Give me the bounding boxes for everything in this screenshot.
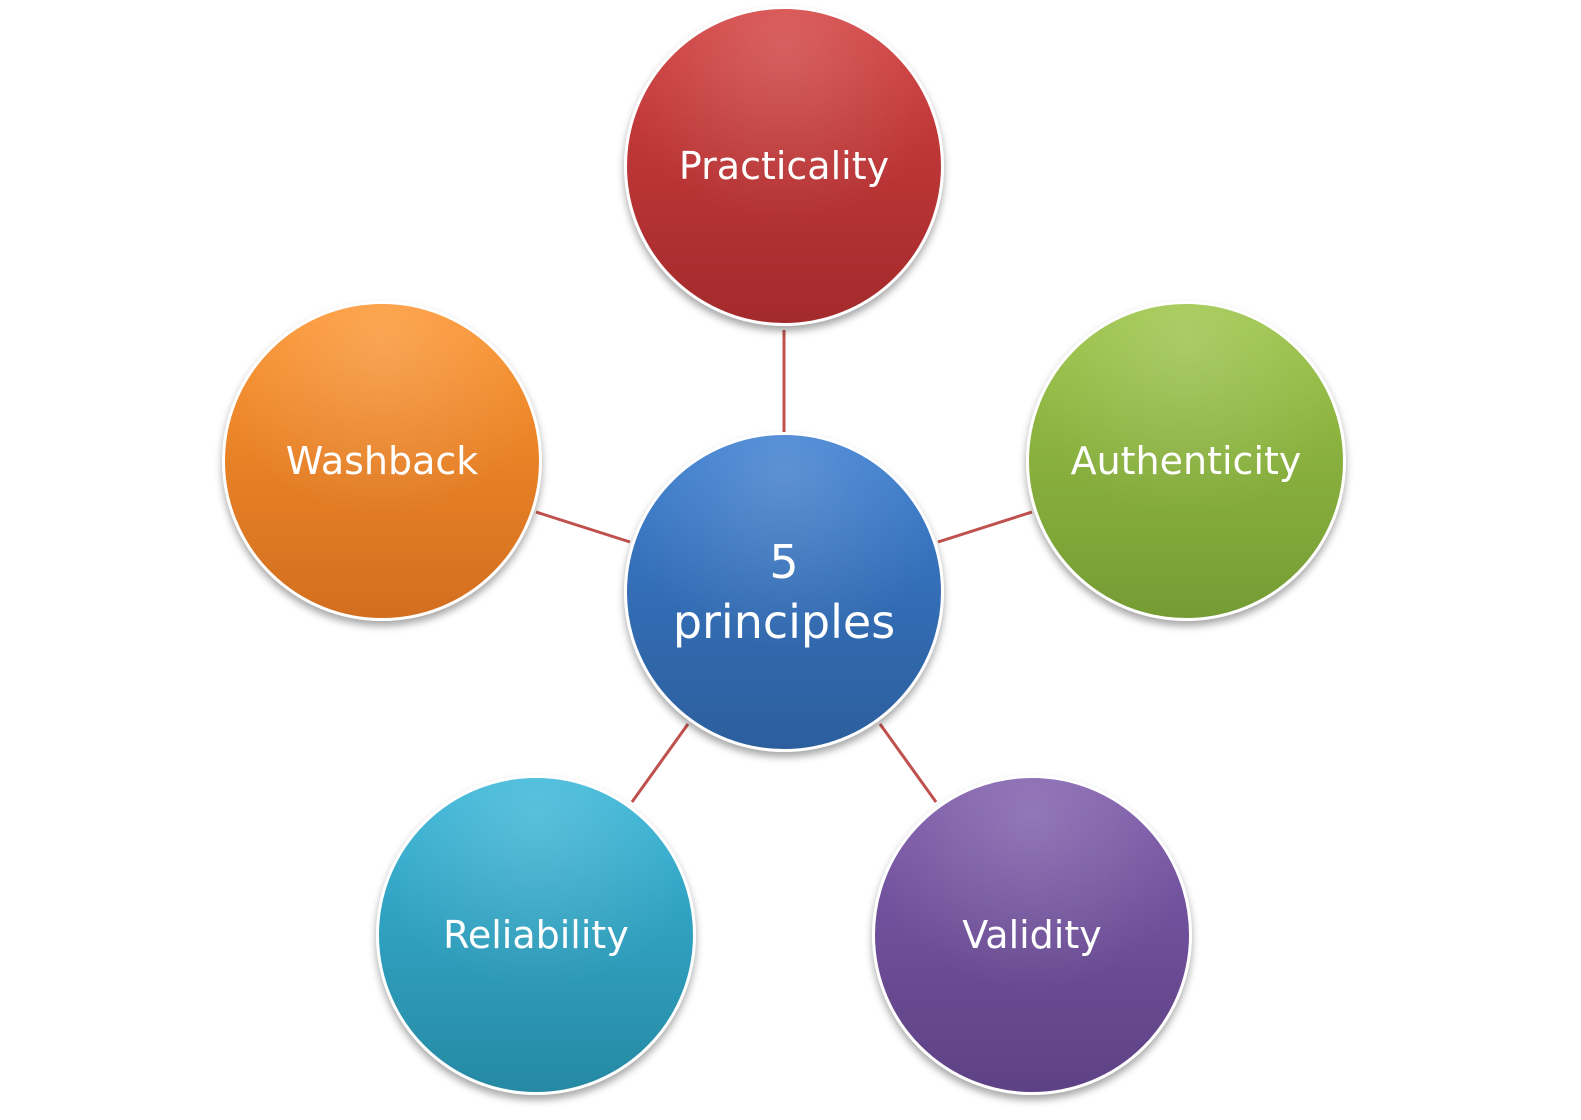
washback-label: Washback — [285, 439, 479, 483]
authenticity-label: Authenticity — [1070, 439, 1302, 483]
validity-node: Validity — [872, 775, 1192, 1095]
connector-authenticity — [937, 510, 1033, 544]
validity-label: Validity — [962, 913, 1102, 957]
center-node: 5 principles — [624, 432, 944, 752]
practicality-label: Practicality — [678, 144, 890, 188]
connector-washback — [535, 510, 631, 544]
connector-validity — [878, 723, 938, 803]
center-label-line2: principles — [672, 595, 896, 649]
center-label: 5 principles — [673, 532, 895, 652]
connector-reliability — [630, 723, 690, 803]
authenticity-node: Authenticity — [1026, 301, 1346, 621]
washback-node: Washback — [222, 301, 542, 621]
reliability-label: Reliability — [443, 913, 629, 957]
practicality-node: Practicality — [624, 6, 944, 326]
center-label-line1: 5 — [769, 535, 799, 589]
reliability-node: Reliability — [376, 775, 696, 1095]
